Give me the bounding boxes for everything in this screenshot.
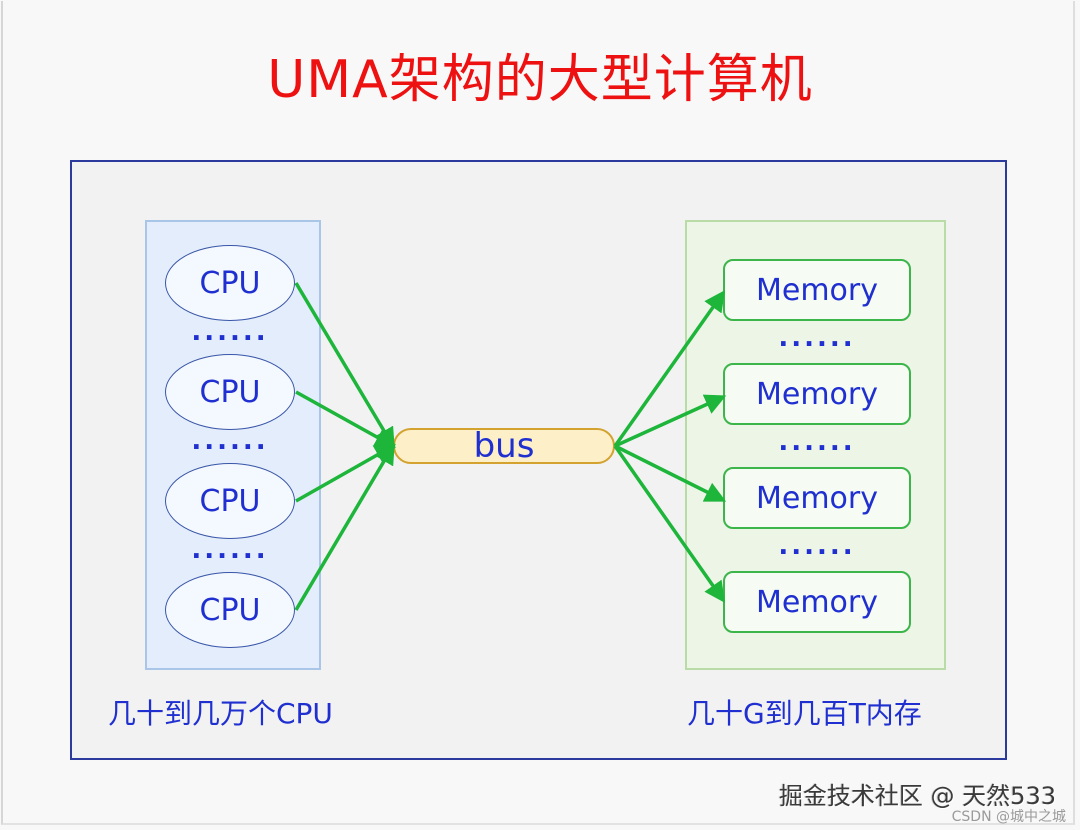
watermark-secondary: CSDN @城中之城 [951,809,1066,825]
bus-node: bus [393,428,615,464]
cpu-node: CPU [165,354,295,430]
cpu-node: CPU [165,245,295,321]
cpu-node: CPU [165,572,295,648]
cpu-ellipsis: ...... [191,317,269,347]
memory-node: Memory [723,467,911,529]
diagram-title: UMA架构的大型计算机 [267,50,813,110]
watermark: 掘金技术社区 @ 天然533 [778,782,1056,810]
memory-node: Memory [723,363,911,425]
memory-node: Memory [723,571,911,633]
cpu-caption: 几十到几万个CPU [108,697,333,730]
cpu-node: CPU [165,463,295,539]
cpu-ellipsis: ...... [191,535,269,565]
memory-ellipsis: ...... [778,531,856,561]
memory-node: Memory [723,259,911,321]
memory-caption: 几十G到几百T内存 [687,697,922,730]
memory-ellipsis: ...... [778,427,856,457]
memory-ellipsis: ...... [778,323,856,353]
cpu-ellipsis: ...... [191,426,269,456]
